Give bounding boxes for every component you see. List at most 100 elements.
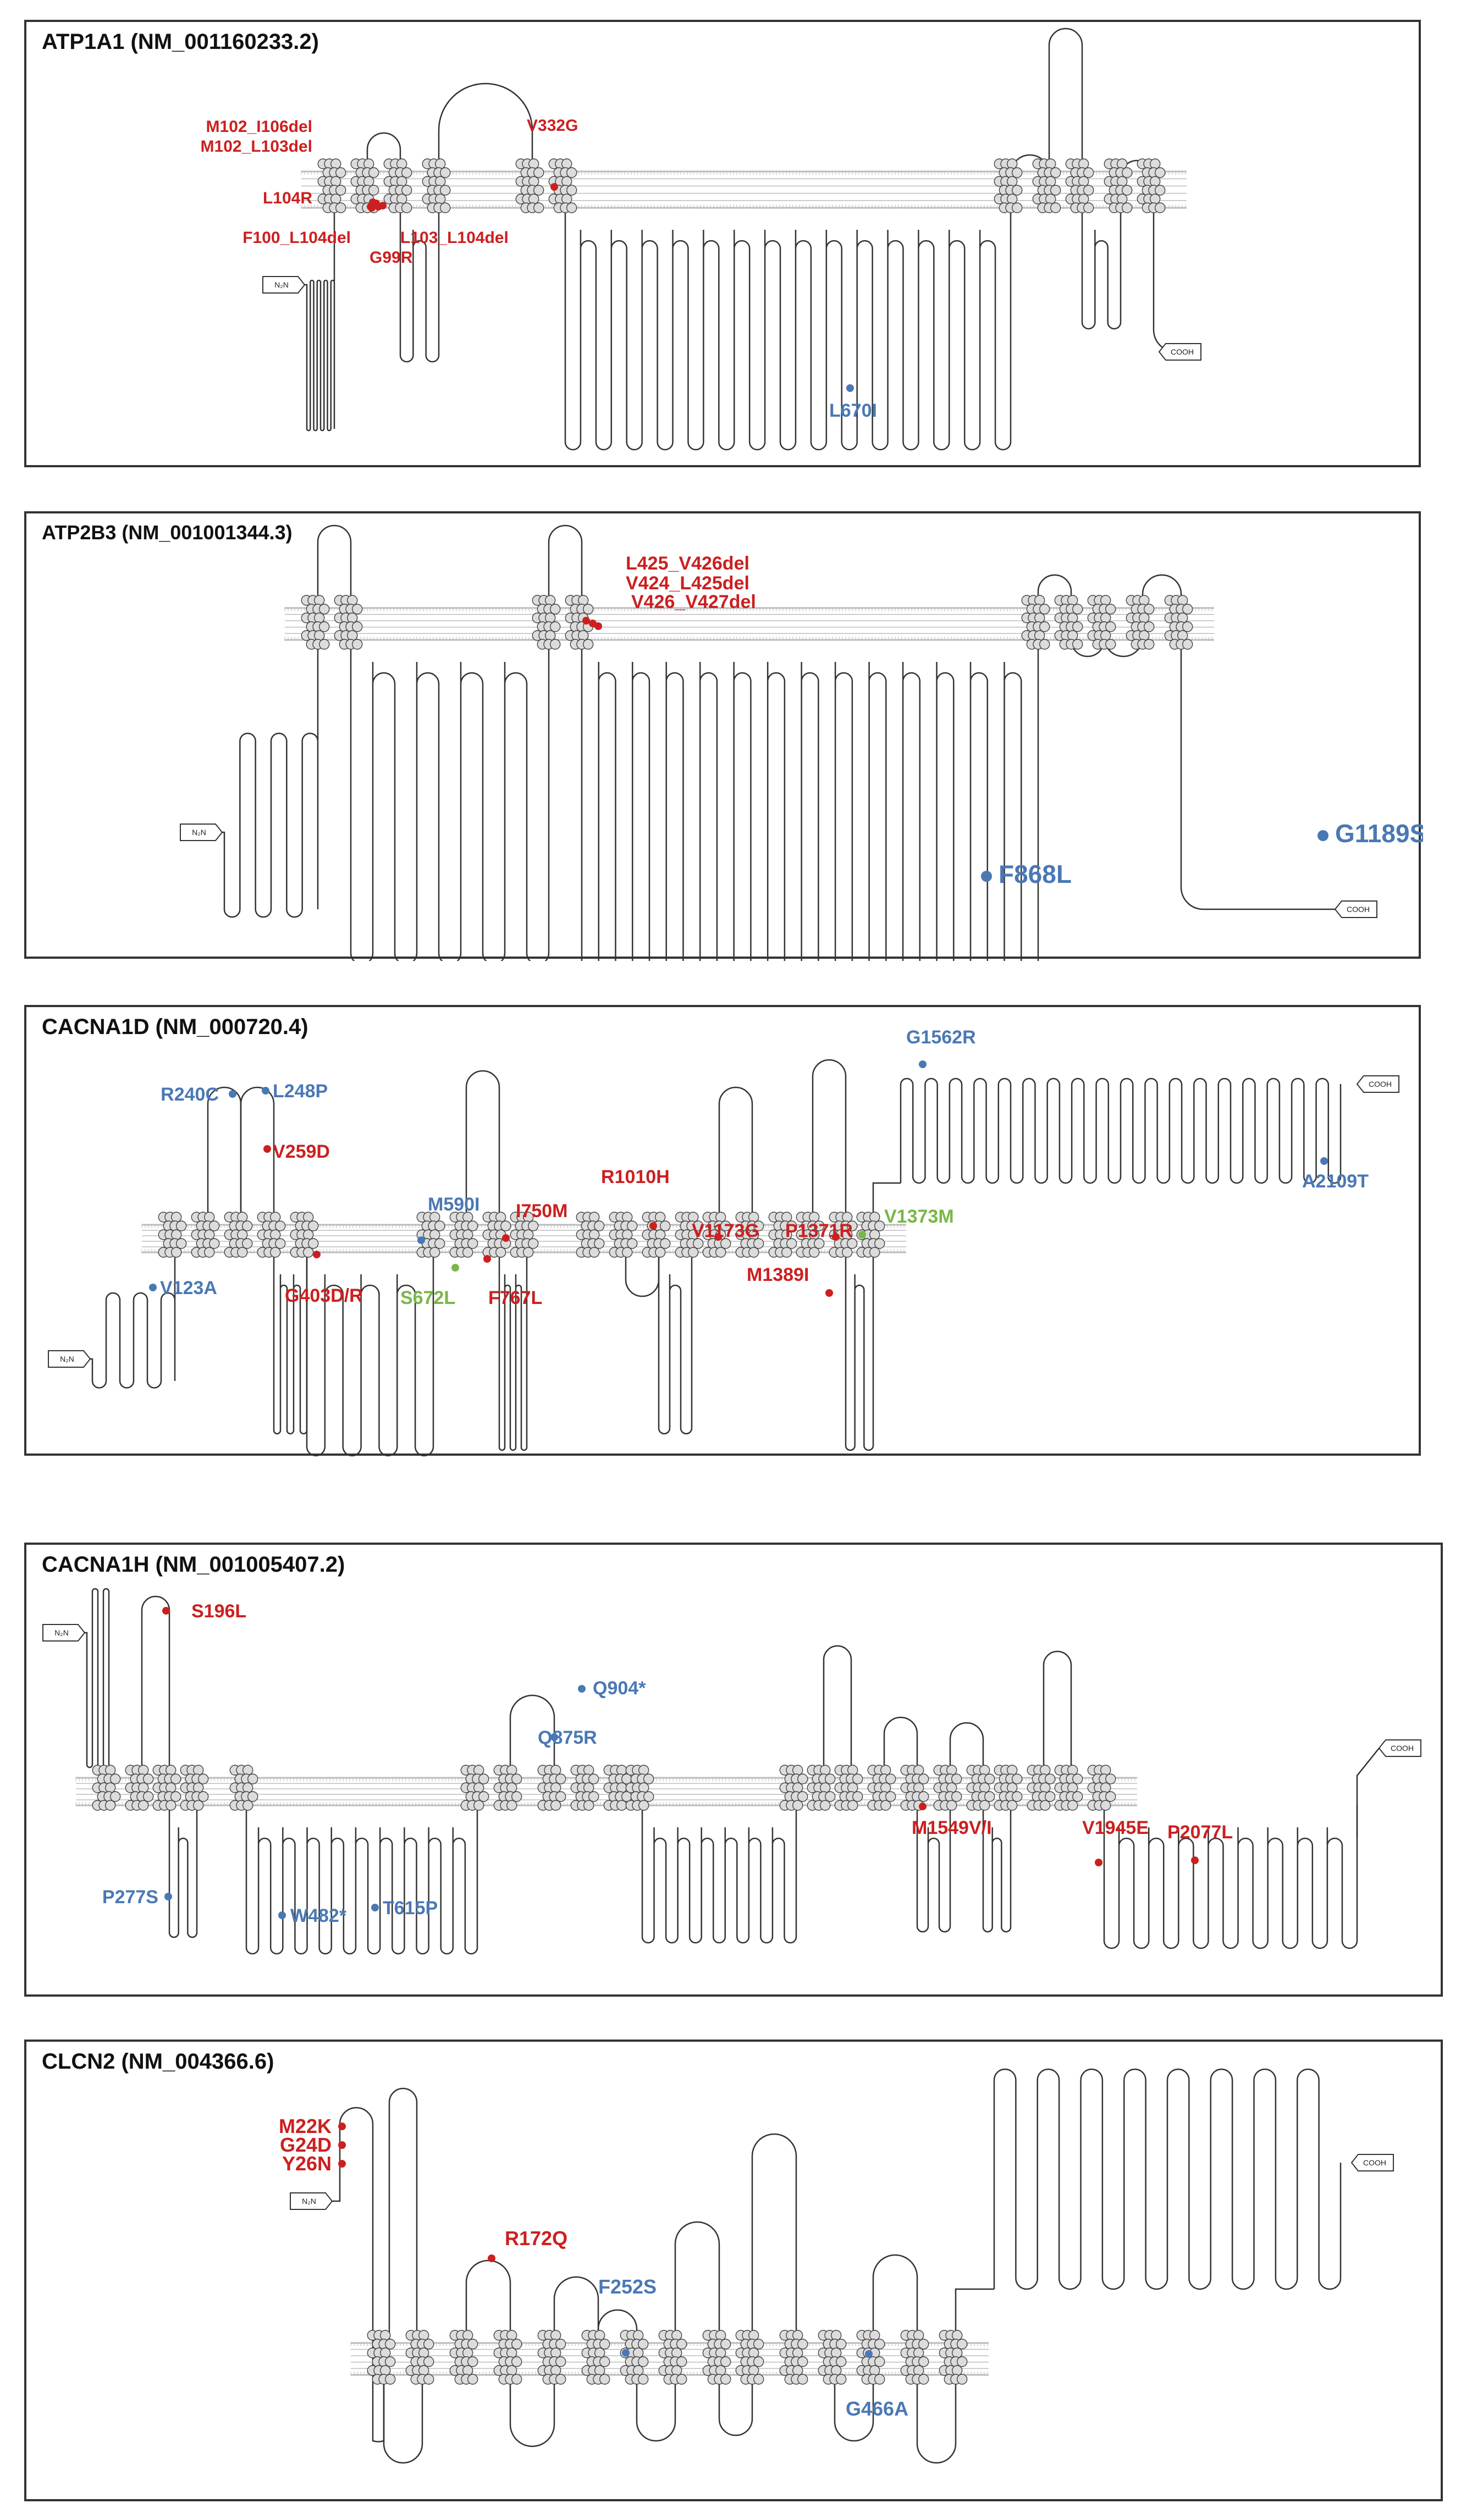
svg-text:COOH: COOH — [1363, 2158, 1386, 2167]
transmembrane-helix — [867, 1765, 896, 1811]
n-terminus-tag: N₂N — [290, 2192, 333, 2210]
transmembrane-helix — [796, 1212, 825, 1258]
extracellular-loop — [465, 2259, 511, 2343]
transmembrane-helix — [834, 1765, 863, 1811]
variant-marker — [278, 1911, 286, 1919]
variant-label: S672L — [400, 1287, 455, 1308]
transmembrane-helix — [449, 1212, 478, 1258]
transmembrane-helix — [702, 2330, 731, 2385]
variant-label: G1189S — [1335, 819, 1423, 848]
variant-marker — [578, 1685, 586, 1693]
transmembrane-helix — [603, 1765, 632, 1811]
extracellular-loop — [883, 1716, 918, 1778]
variant-label: F100_L104del — [242, 229, 351, 247]
transmembrane-helix — [257, 1212, 286, 1258]
n-terminal-segment — [222, 640, 319, 918]
variant-marker — [1320, 1157, 1328, 1165]
intracellular-loop — [273, 1252, 308, 1435]
transmembrane-helix — [735, 2330, 764, 2385]
variant-marker — [594, 622, 602, 630]
transmembrane-helix — [510, 1212, 539, 1258]
extracellular-loop — [465, 1070, 500, 1225]
extracellular-loop — [1142, 574, 1182, 608]
variant-label: V332G — [527, 117, 578, 135]
transmembrane-helix — [224, 1212, 253, 1258]
n-terminal-segment — [372, 2375, 385, 2442]
variant-marker — [313, 1251, 321, 1258]
svg-text:COOH: COOH — [1369, 1080, 1392, 1088]
variant-label: G99R — [370, 248, 413, 267]
c-terminus-tag: COOH — [1350, 2154, 1394, 2171]
transmembrane-helix — [576, 1212, 605, 1258]
n-terminus-tag: N₂N — [48, 1350, 91, 1368]
transmembrane-helix — [735, 1212, 764, 1258]
svg-text:N₂N: N₂N — [274, 280, 289, 289]
transmembrane-helix — [625, 1765, 654, 1811]
c-terminus-tag: COOH — [1378, 1739, 1421, 1757]
svg-text:N₂N: N₂N — [302, 2197, 316, 2206]
panel-title: ATP1A1 (NM_001160233.2) — [42, 30, 319, 54]
variant-label: T615P — [383, 1898, 438, 1919]
c-terminal-segment — [955, 2288, 994, 2343]
svg-text:COOH: COOH — [1391, 1744, 1414, 1753]
variant-marker — [846, 384, 854, 392]
extracellular-loop — [553, 2276, 599, 2343]
extracellular-loop — [509, 1694, 555, 1778]
transmembrane-helix — [933, 1765, 962, 1811]
variant-marker — [832, 1233, 840, 1241]
transmembrane-helix — [570, 1765, 599, 1811]
extracellular-loop — [949, 1722, 984, 1778]
variant-marker — [550, 1733, 558, 1741]
transmembrane-helix — [92, 1765, 121, 1811]
topology-diagram: N₂NCOOHL425_V426delV424_L425delV426_V427… — [180, 524, 1423, 961]
variant-label: F252S — [598, 2275, 657, 2298]
intracellular-loop — [641, 1805, 797, 1944]
transmembrane-helix — [1027, 1765, 1056, 1811]
transmembrane-helix — [515, 158, 544, 213]
svg-text:N₂N: N₂N — [54, 1628, 69, 1637]
extracellular-loop — [438, 82, 533, 172]
transmembrane-helix — [152, 1765, 181, 1811]
variant-label: G403D/R — [285, 1285, 363, 1306]
transmembrane-helix — [779, 2330, 808, 2385]
variant-label: R1010H — [601, 1167, 670, 1187]
transmembrane-helix — [301, 595, 330, 650]
transmembrane-helix — [158, 1212, 187, 1258]
variant-marker — [825, 1289, 833, 1297]
n-terminus-tag: N₂N — [180, 824, 223, 841]
transmembrane-helix — [405, 2330, 434, 2385]
variant-label: L425_V426del — [626, 553, 749, 574]
variant-label: L104R — [263, 189, 312, 207]
transmembrane-helix — [1087, 1765, 1116, 1811]
transmembrane-helix — [818, 2330, 847, 2385]
variant-label: R172Q — [505, 2227, 567, 2250]
variant-label: Q904* — [593, 1678, 646, 1699]
variant-label: M22K — [279, 2115, 332, 2137]
variant-label: M1389I — [747, 1264, 809, 1285]
transmembrane-helix — [460, 1765, 489, 1811]
extracellular-loop — [812, 1059, 847, 1225]
intracellular-loop — [834, 2375, 874, 2442]
transmembrane-helix — [180, 1765, 209, 1811]
transmembrane-helix — [290, 1212, 319, 1258]
transmembrane-helix — [493, 1765, 522, 1811]
intracellular-loop — [168, 1805, 198, 1938]
transmembrane-helix — [702, 1212, 731, 1258]
variant-label: V123A — [160, 1278, 217, 1298]
intracellular-loop — [245, 1805, 478, 1955]
intracellular-loop — [658, 1252, 693, 1435]
variant-marker — [865, 2350, 873, 2358]
variant-label: L248P — [273, 1081, 328, 1102]
transmembrane-helix — [383, 158, 412, 213]
variant-label: V259D — [273, 1141, 330, 1162]
variant-label: F868L — [999, 860, 1072, 888]
intracellular-tail — [993, 2068, 1342, 2290]
transmembrane-helix — [565, 595, 594, 650]
variant-marker — [164, 1893, 172, 1900]
variant-marker — [981, 871, 992, 882]
variant-marker — [338, 2123, 346, 2130]
extracellular-loop — [207, 1086, 242, 1225]
transmembrane-helix — [675, 1212, 704, 1258]
intracellular-loop — [581, 640, 1039, 961]
